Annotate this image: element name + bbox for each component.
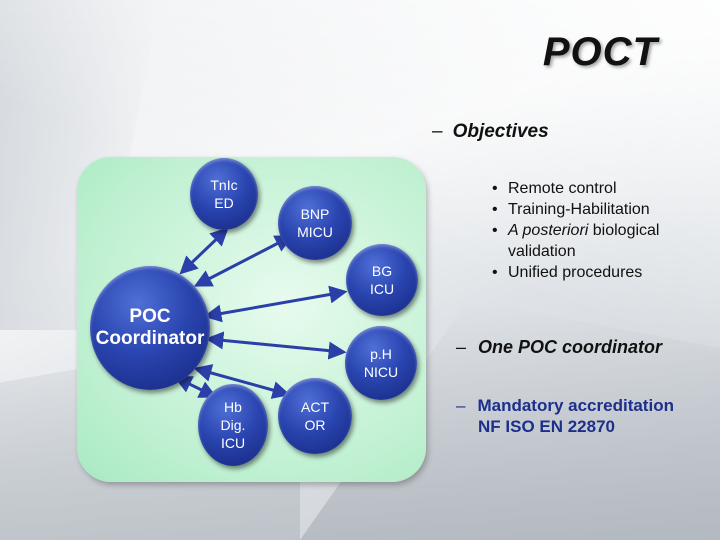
node-label-line1: BNP	[300, 206, 330, 222]
node-label-line1: Hb	[224, 399, 242, 415]
accreditation-line2: NF ISO EN 22870	[478, 417, 616, 436]
node-ph-nicu: p.H NICU	[345, 326, 417, 400]
arrow-ph	[205, 331, 347, 360]
objectives-list: • Remote control • Training-Habilitation…	[492, 178, 659, 283]
arrow-bg	[203, 285, 348, 323]
bullet-marker: •	[492, 222, 498, 239]
node-hb-dig-icu: Hb Dig. ICU	[198, 384, 268, 466]
bullet-continuation: validation	[508, 243, 576, 260]
bullet-text-emphasis: A posteriori	[508, 222, 589, 239]
bullet-text: Remote control	[508, 180, 617, 197]
accreditation-dash: –	[456, 396, 466, 415]
node-tnic-ed: TnIc ED	[190, 158, 258, 230]
node-label-line1: BG	[371, 263, 393, 279]
arrow-hb	[173, 376, 218, 398]
node-label-line1: ACT	[301, 399, 329, 415]
accreditation-point: –Mandatory accreditation NF ISO EN 22870	[456, 395, 674, 437]
bullet-marker: •	[492, 180, 498, 197]
arrow-act	[193, 364, 291, 399]
node-label-line2: NICU	[363, 364, 399, 380]
node-label-line2: ICU	[369, 281, 395, 297]
accreditation-line1: Mandatory accreditation	[477, 396, 674, 415]
bullet-item: • A posteriori biological	[492, 220, 659, 241]
node-act-or: ACT OR	[278, 378, 352, 454]
bullet-text: Training-Habilitation	[508, 201, 650, 218]
bullet-item: • Training-Habilitation	[492, 199, 659, 220]
center-label-line2: Coordinator	[95, 328, 205, 349]
node-label-line2: ED	[214, 195, 234, 211]
bullet-item: • Unified procedures	[492, 262, 659, 283]
bullet-marker: •	[492, 201, 498, 218]
node-label-line1: p.H	[370, 346, 392, 362]
arrow-tnic	[179, 227, 229, 275]
objectives-dash: –	[432, 121, 443, 142]
node-label-line2: MICU	[297, 224, 333, 240]
bullet-marker: •	[492, 264, 498, 281]
node-label-line2: Dig.	[220, 417, 246, 433]
coordinator-dash: –	[456, 337, 467, 357]
node-label-line1: TnIc	[210, 177, 238, 193]
arrow-bnp	[193, 235, 294, 287]
coordinator-point: –One POC coordinator	[456, 337, 662, 358]
slide-title: POCT	[542, 30, 658, 74]
node-poc-coordinator: POC Coordinator	[90, 266, 210, 390]
center-label-line1: POC	[129, 306, 171, 327]
objectives-heading: –Objectives	[432, 121, 549, 143]
objectives-label: Objectives	[452, 121, 549, 142]
coordinator-text: One POC coordinator	[478, 337, 663, 357]
node-label-line2: OR	[304, 417, 326, 433]
node-bnp-micu: BNP MICU	[278, 186, 352, 260]
bullet-text: Unified procedures	[508, 264, 643, 281]
node-bg-icu: BG ICU	[346, 244, 418, 316]
node-label-line3: ICU	[220, 435, 246, 451]
bullet-item: • Remote control	[492, 178, 659, 199]
bullet-text: biological	[588, 222, 660, 239]
